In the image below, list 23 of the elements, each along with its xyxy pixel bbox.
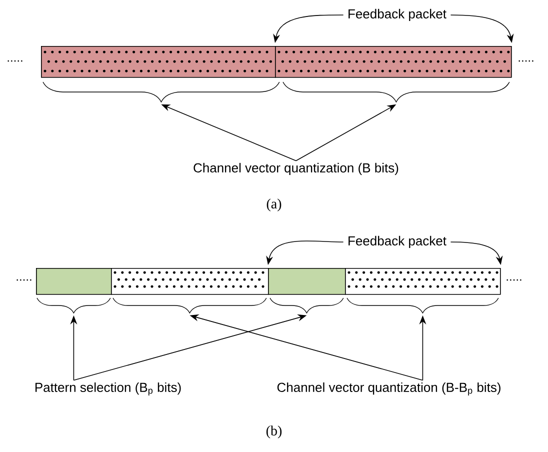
ellipsis: ..... <box>8 60 22 62</box>
text-label: Feedback packet <box>348 236 446 248</box>
text-label: Channel vector quantization (B bits) <box>194 162 398 176</box>
brace <box>282 82 510 102</box>
packet-segment <box>111 268 269 295</box>
panel-label: (a) <box>266 198 282 212</box>
packet-segment <box>275 46 512 78</box>
panel-label: (b) <box>266 426 282 438</box>
brace <box>270 298 344 314</box>
ellipsis: ..... <box>506 279 522 281</box>
ellipsis: ..... <box>16 279 32 281</box>
packet-segment <box>345 268 501 295</box>
ellipsis: ..... <box>518 60 534 62</box>
packet-segment <box>36 268 112 295</box>
text-label: Pattern selection (B$_{p}$ bits) <box>35 382 181 396</box>
text-label: Channel vector quantization (B-B$_{p}$ bits) <box>277 382 500 396</box>
packet-segment <box>268 268 346 295</box>
brace <box>346 298 499 314</box>
brace <box>112 298 267 314</box>
brace <box>36 298 111 314</box>
packet-segment <box>41 46 276 78</box>
text-label: Feedback packet <box>348 8 446 22</box>
brace <box>42 82 280 102</box>
